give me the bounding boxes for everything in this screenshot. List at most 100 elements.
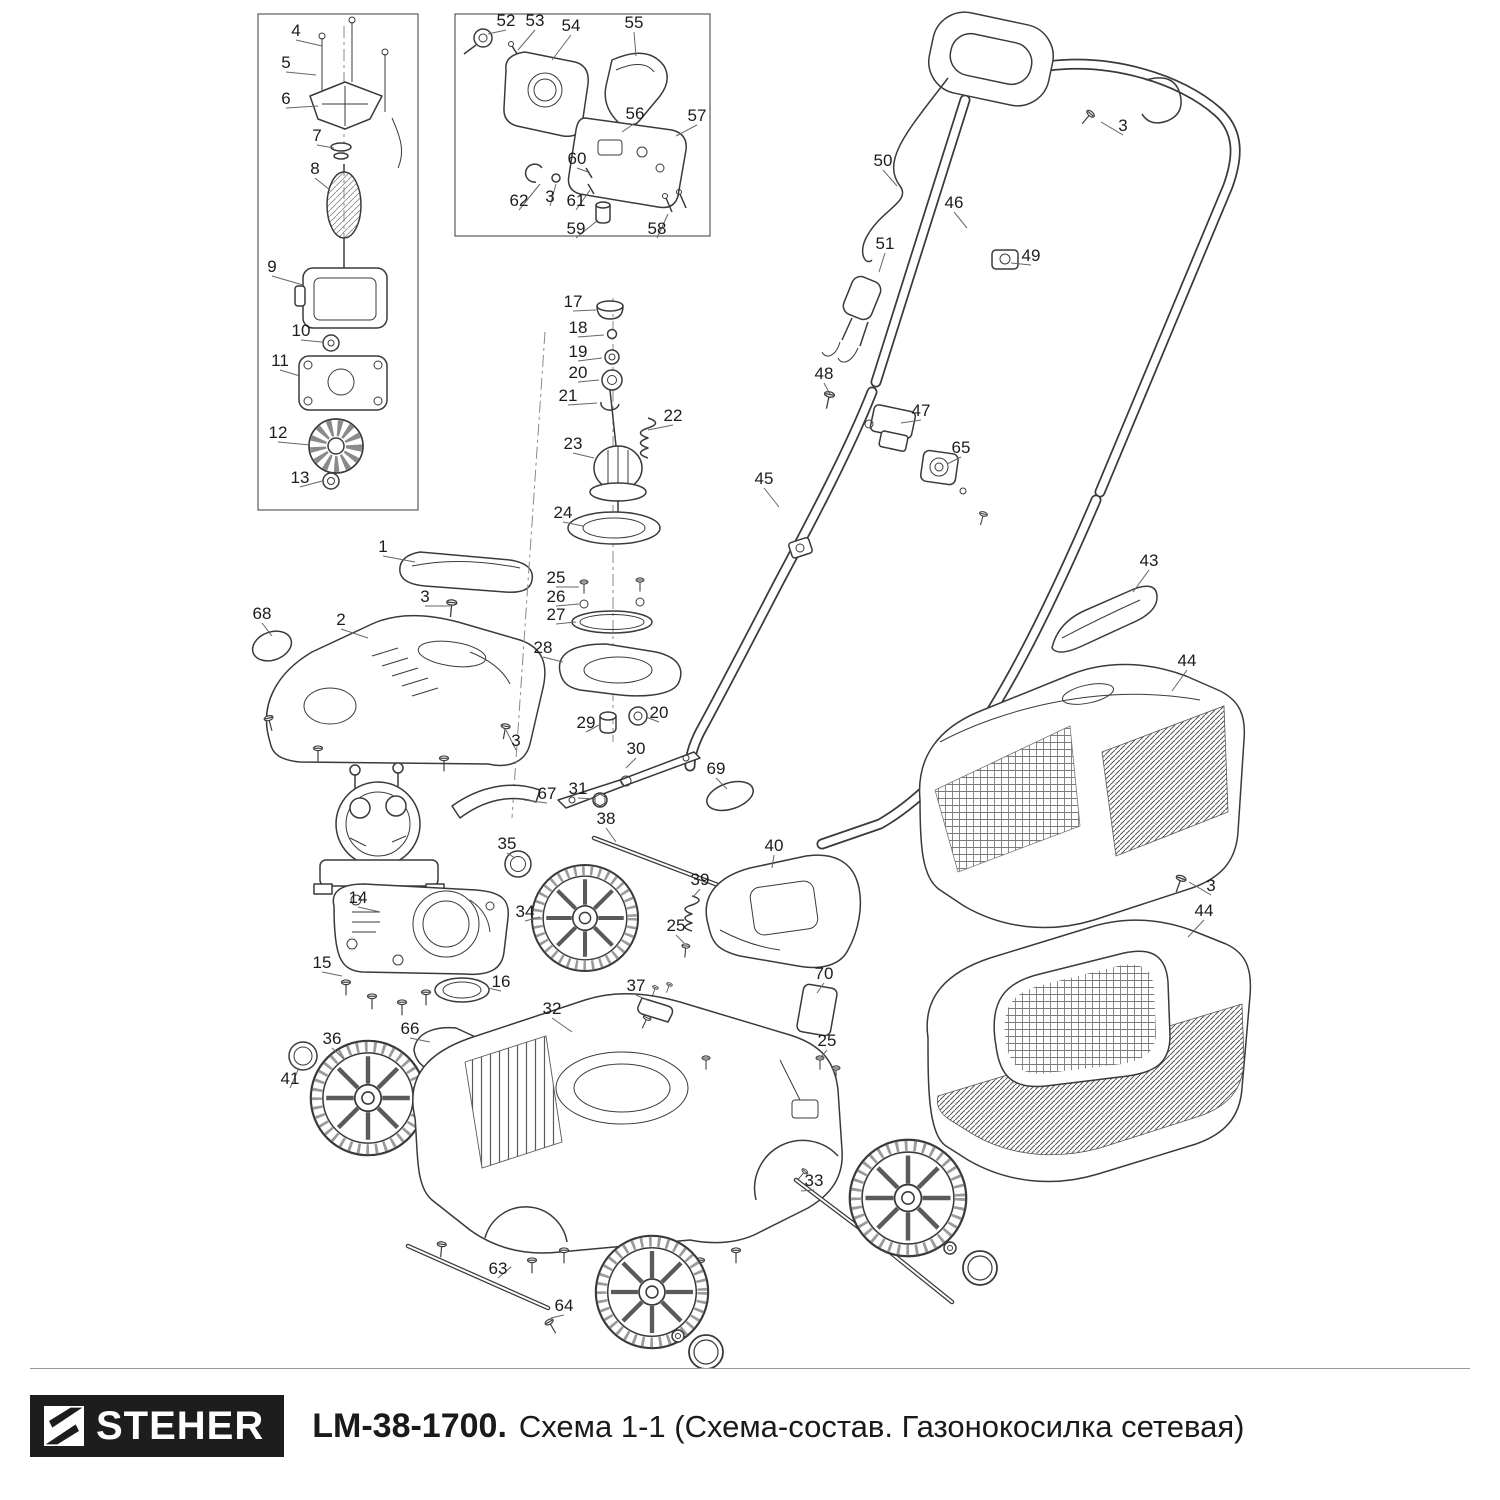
pad-69 xyxy=(706,780,754,812)
part-number-label: 3 xyxy=(545,187,554,206)
part-number-label: 62 xyxy=(510,191,529,210)
label-leader-line xyxy=(523,799,548,804)
wheel-rear-bottom-left xyxy=(596,1236,708,1348)
part-number-label: 44 xyxy=(1195,901,1214,920)
wheel-rear-left xyxy=(311,1041,425,1155)
label-leader-line xyxy=(555,603,580,607)
part-number-label: 5 xyxy=(281,53,290,72)
bracket-37 xyxy=(637,997,674,1023)
label-leader-line xyxy=(882,169,898,187)
label-leader-line xyxy=(878,252,886,273)
part-number-label: 22 xyxy=(664,406,683,425)
label-leader-line xyxy=(820,1049,828,1058)
label-leader-line xyxy=(321,971,343,977)
handle-assembly xyxy=(684,11,1241,850)
part-number-label: 30 xyxy=(627,739,646,758)
motor-cover xyxy=(265,614,546,767)
lever-box-65 xyxy=(919,449,989,527)
label-leader-line xyxy=(285,71,317,76)
part-number-label: 25 xyxy=(818,1031,837,1050)
catcher-lower-basket xyxy=(926,919,1252,1183)
diagram-title: LM-38-1700. Схема 1-1 (Схема-состав. Газ… xyxy=(312,1407,1244,1446)
wheel-rear-bottom-right xyxy=(850,1140,966,1256)
part-number-label: 2 xyxy=(336,610,345,629)
part-number-label: 20 xyxy=(569,363,588,382)
part-number-label: 33 xyxy=(805,1171,824,1190)
part-number-label: 32 xyxy=(543,999,562,1018)
label-leader-line xyxy=(1187,919,1205,938)
cable-clip-45 xyxy=(788,537,813,559)
part-number-label: 68 xyxy=(253,604,272,623)
label-leader-line xyxy=(575,219,599,239)
label-leader-line xyxy=(517,29,536,51)
label-leader-line xyxy=(487,987,502,992)
part-number-label: 7 xyxy=(312,126,321,145)
label-leader-line xyxy=(1171,669,1188,692)
part-number-label: 20 xyxy=(650,703,669,722)
grass-catcher xyxy=(918,585,1252,1183)
part-number-label: 58 xyxy=(648,219,667,238)
part-number-label: 18 xyxy=(569,318,588,337)
part-number-label: 63 xyxy=(489,1259,508,1278)
spring-39 xyxy=(684,895,700,932)
motor-unit xyxy=(313,762,445,895)
part-number-label: 6 xyxy=(281,89,290,108)
label-leader-line xyxy=(946,456,962,465)
label-leader-line xyxy=(279,369,301,377)
label-leader-line xyxy=(625,757,637,769)
part-number-label: 28 xyxy=(534,638,553,657)
hubcap-right xyxy=(962,1250,998,1286)
mower-deck xyxy=(412,895,843,1274)
exploded-parts-diagram: 4567891011121352535455565760623615958132… xyxy=(251,11,1252,1368)
label-leader-line xyxy=(285,105,319,109)
part-number-label: 46 xyxy=(945,193,964,212)
part-number-label: 31 xyxy=(569,779,588,798)
part-number-label: 60 xyxy=(568,149,587,168)
label-leader-line xyxy=(409,1037,431,1043)
label-leader-line xyxy=(506,852,516,859)
part-number-label: 27 xyxy=(547,605,566,624)
part-number-label: 61 xyxy=(567,191,586,210)
part-number-label: 66 xyxy=(401,1019,420,1038)
label-leader-line xyxy=(633,31,637,57)
label-leader-line xyxy=(800,1189,815,1192)
part-number-label: 16 xyxy=(492,972,511,991)
part-number-label: 41 xyxy=(281,1069,300,1088)
part-number-label: 25 xyxy=(667,916,686,935)
part-number-label: 8 xyxy=(310,159,319,178)
label-leader-line xyxy=(551,1017,573,1033)
label-leader-line xyxy=(1132,569,1150,593)
part-number-label: 70 xyxy=(815,964,834,983)
label-leader-line xyxy=(487,29,507,35)
part-number-label: 9 xyxy=(267,257,276,276)
carry-handle xyxy=(399,551,534,593)
cable-clip-49 xyxy=(991,249,1019,270)
label-leader-line xyxy=(715,777,728,790)
label-leader-line xyxy=(567,402,598,406)
part-number-label: 3 xyxy=(1206,876,1215,895)
part-number-label: 25 xyxy=(547,568,566,587)
label-leader-line xyxy=(656,213,669,239)
catcher-handle xyxy=(1051,585,1158,653)
part-number-label: 3 xyxy=(420,587,429,606)
part-number-label: 50 xyxy=(874,151,893,170)
steher-logo-text: STEHER xyxy=(96,1404,265,1448)
part-number-label: 11 xyxy=(271,351,289,370)
label-leader-line xyxy=(1100,121,1124,136)
label-leader-line xyxy=(314,177,331,191)
axles-and-rear-wheels xyxy=(405,1140,998,1368)
part-number-label: 49 xyxy=(1022,246,1041,265)
label-leader-line xyxy=(692,888,701,898)
label-leader-line xyxy=(357,906,381,913)
label-leader-line xyxy=(900,419,922,424)
part-number-label: 64 xyxy=(555,1296,574,1315)
label-leader-line xyxy=(542,656,564,663)
part-number-label: 67 xyxy=(538,784,557,803)
part-number-label: 40 xyxy=(765,836,784,855)
wheel-front-left xyxy=(532,865,638,971)
power-plug xyxy=(821,275,882,363)
label-leader-line xyxy=(647,424,674,431)
diagram-subtitle: Схема 1-1 (Схема-состав. Газонокосилка с… xyxy=(518,1408,1245,1444)
spring-22 xyxy=(639,417,657,459)
